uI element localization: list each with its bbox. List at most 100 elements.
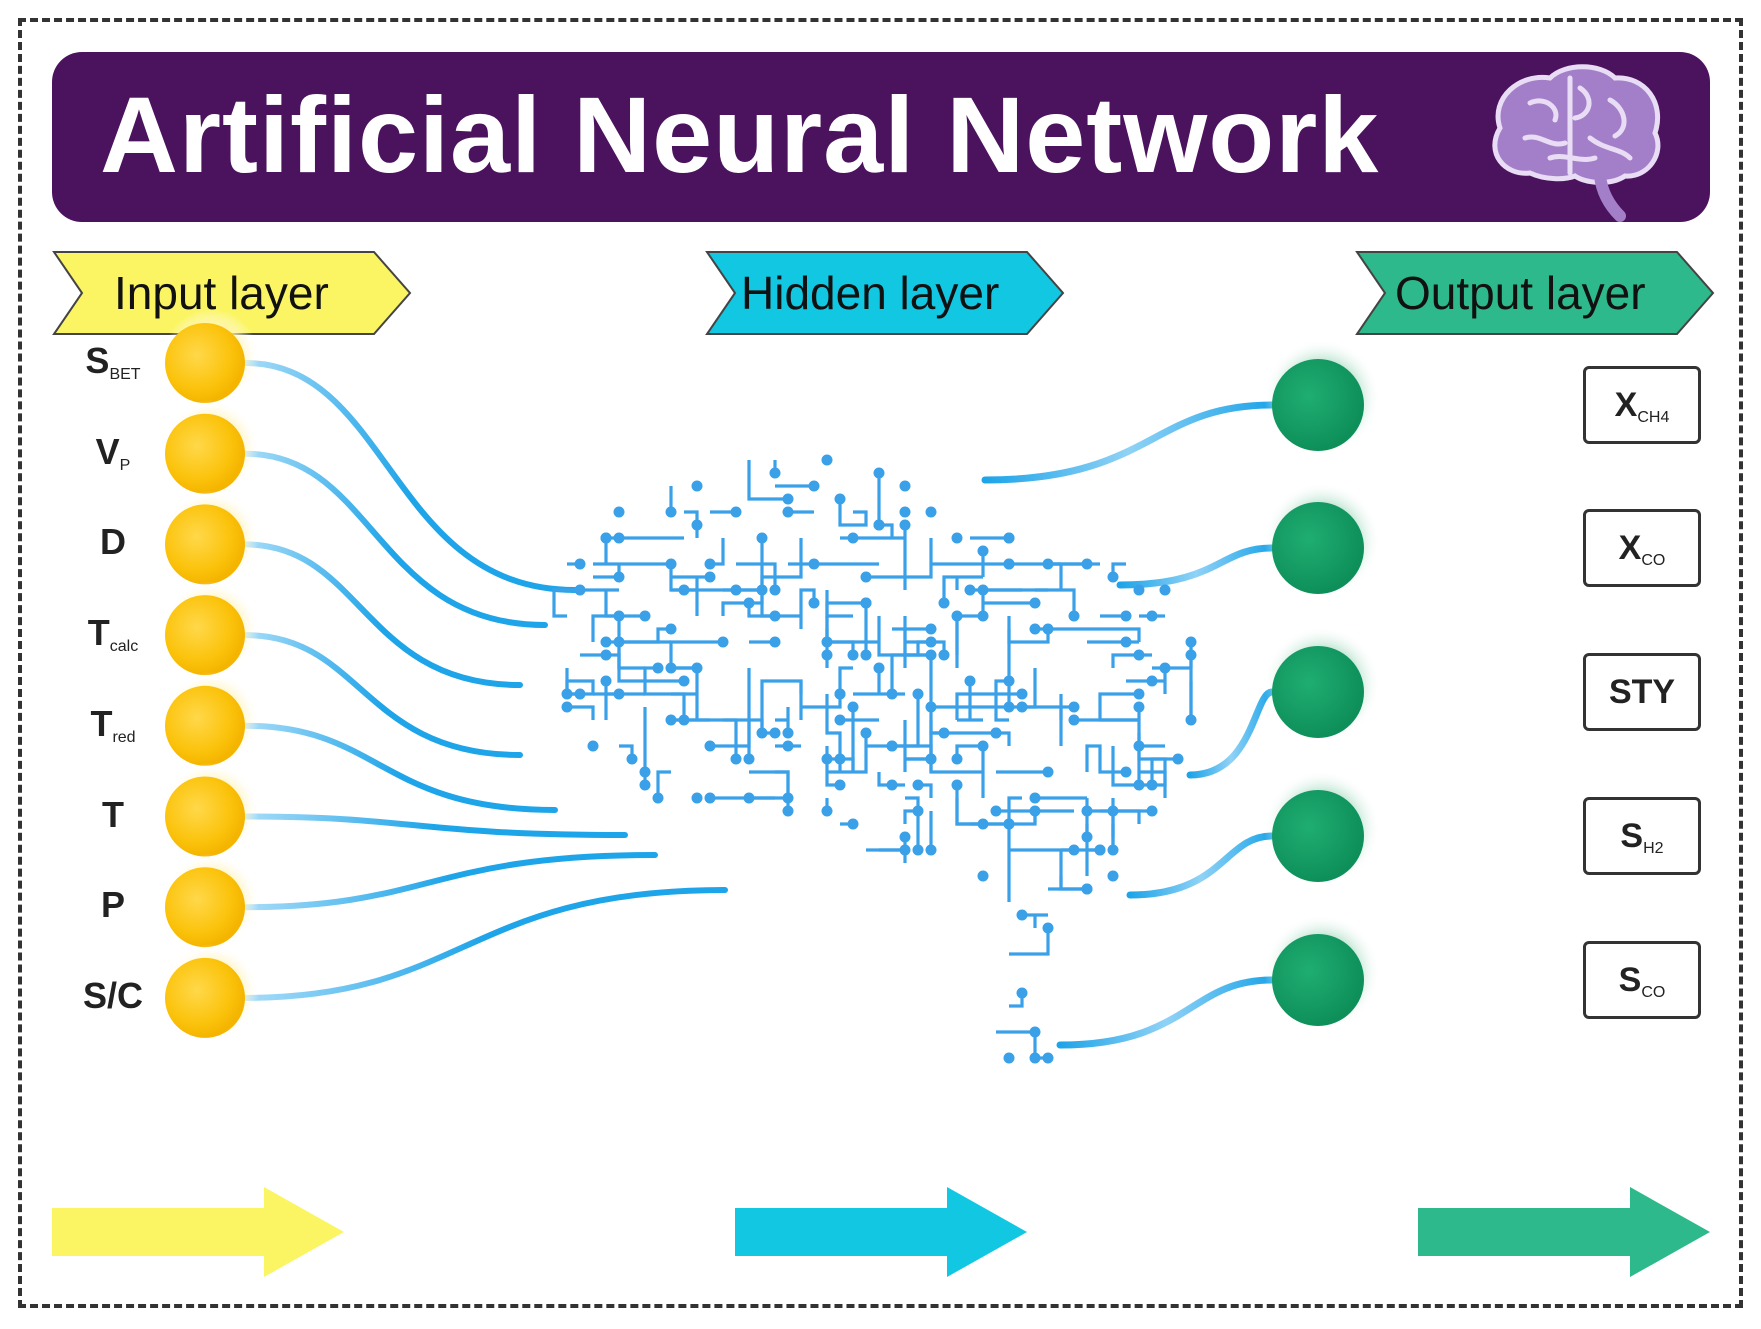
circuit-trace [565, 679, 595, 696]
circuit-pad [977, 584, 989, 596]
circuit-pad [873, 519, 885, 531]
circuit-pad [652, 792, 664, 804]
tag-input-shape [52, 251, 412, 335]
nodes [163, 309, 1380, 1040]
circuit-pad [977, 545, 989, 557]
input-node-7 [165, 957, 245, 1038]
connection-output-1 [1116, 544, 1276, 589]
circuit-pad [808, 558, 820, 570]
circuit-pad [1029, 1052, 1041, 1064]
circuit-trace [1098, 692, 1139, 722]
circuit-trace [890, 653, 933, 694]
connection-input-4 [242, 722, 558, 813]
circuit-pad [951, 779, 963, 791]
circuit-trace [1035, 588, 1076, 616]
circuit-pad [925, 701, 937, 713]
circuit-trace [892, 744, 983, 774]
output-label-4: SCO [1583, 941, 1701, 1019]
circuit-pad [691, 519, 703, 531]
connection-input-5 [242, 813, 628, 838]
circuit-pad [626, 753, 638, 765]
circuit-pad [600, 649, 612, 661]
circuit-pad [613, 571, 625, 583]
circuit-trace [567, 705, 595, 720]
circuit-pad [1094, 844, 1106, 856]
output-label-3: SH2 [1583, 797, 1701, 875]
circuit-pad [600, 636, 612, 648]
input-label-0: SBET [85, 340, 141, 384]
circuit-pad [912, 844, 924, 856]
input-label-1: VP [95, 430, 131, 474]
circuit-trace [1061, 848, 1100, 876]
circuit-trace [671, 575, 710, 616]
circuit-trace [853, 668, 905, 696]
circuit-trace [1048, 562, 1100, 590]
circuit-pad [782, 727, 794, 739]
circuit-trace [1022, 913, 1048, 928]
circuit-pad [1068, 701, 1080, 713]
flow-arrows [52, 1187, 1710, 1277]
circuit-trace [760, 538, 803, 618]
circuit-trace [981, 590, 1035, 616]
circuit-pad [1003, 675, 1015, 687]
circuit-pad [977, 740, 989, 752]
circuit-trace [749, 770, 790, 798]
arrow-right-icon-output [1418, 1187, 1710, 1277]
circuit-trace [942, 575, 983, 603]
connections [242, 360, 1276, 1049]
circuit-pad [769, 584, 781, 596]
circuit-trace [931, 668, 1037, 709]
circuit-trace [955, 614, 983, 655]
circuit-trace [710, 720, 751, 748]
circuit-pad [730, 506, 742, 518]
input-node-0 [165, 323, 245, 403]
circuit-pad [886, 779, 898, 791]
circuit-trace [1111, 562, 1126, 577]
input-label-2: D [100, 521, 126, 563]
dashed-frame [18, 18, 1743, 1308]
circuit-pad [600, 532, 612, 544]
circuit-pad [1081, 805, 1093, 817]
circuit-pad [951, 610, 963, 622]
circuit-pad [899, 519, 911, 531]
circuit-trace [929, 731, 996, 772]
circuit-pad [769, 727, 781, 739]
circuit-pad [691, 480, 703, 492]
circuit-trace [996, 809, 1074, 824]
page-title: Artificial Neural Network [100, 74, 1380, 195]
circuit-pad [899, 831, 911, 843]
circuit-trace [1035, 627, 1141, 642]
circuit-pad [977, 870, 989, 882]
tag-hidden-label: Hidden layer [741, 267, 1000, 319]
circuit-pad [1172, 753, 1184, 765]
circuit-pad [834, 493, 846, 505]
circuit-trace [838, 499, 868, 527]
circuit-pad [1042, 922, 1054, 934]
circuit-pad [1003, 1052, 1015, 1064]
circuit-pad [1146, 610, 1158, 622]
circuit-trace [552, 588, 580, 618]
circuit-trace [1100, 809, 1115, 850]
circuit-pad [847, 532, 859, 544]
connection-input-0 [242, 360, 578, 593]
circuit-pad [821, 753, 833, 765]
input-node-3 [165, 595, 245, 676]
circuit-trace [617, 642, 684, 683]
circuit-trace [1085, 744, 1126, 774]
circuit-trace [593, 564, 621, 579]
circuit-pad [613, 636, 625, 648]
circuit-pad [639, 610, 651, 622]
circuit-trace [877, 772, 905, 787]
circuit-pad [977, 818, 989, 830]
circuit-pad [847, 818, 859, 830]
circuit-pad [860, 649, 872, 661]
circuit-trace [905, 640, 946, 655]
circuit-pad [1159, 584, 1171, 596]
circuit-pad [1029, 623, 1041, 635]
input-node-5 [165, 776, 245, 857]
connection-output-4 [1056, 976, 1276, 1049]
input-label-5: T [102, 793, 124, 835]
circuit-pad [1133, 584, 1145, 596]
circuit-pad [1016, 701, 1028, 713]
